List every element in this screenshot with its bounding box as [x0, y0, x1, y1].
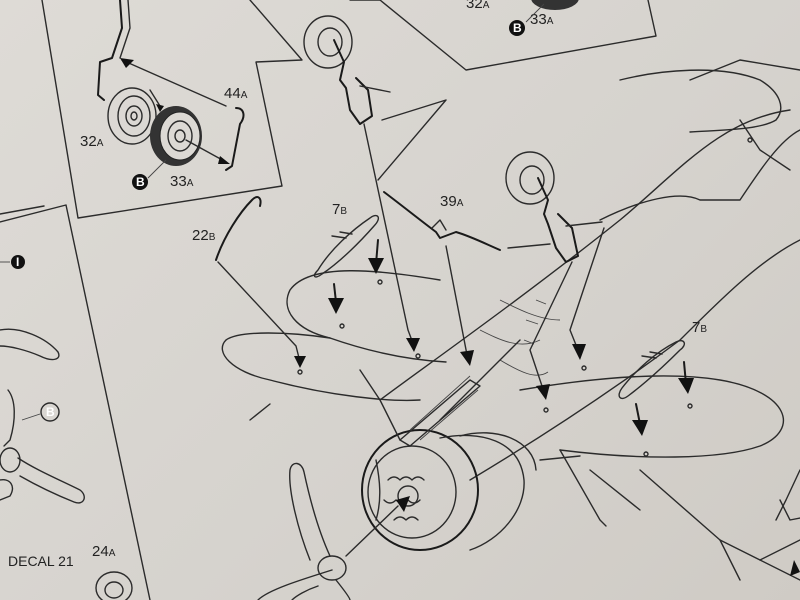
- arrow-leg-right: [529, 261, 573, 393]
- rack-7b-right: [618, 340, 686, 400]
- strut-22b: [215, 196, 262, 261]
- sprue-b-marker-left: [40, 402, 60, 422]
- label-7b-left: 7B: [332, 201, 347, 218]
- sprue-b-marker-text: B: [136, 175, 145, 189]
- main-wheel-left: [303, 15, 391, 125]
- inset-frame-left: [41, 0, 303, 219]
- right-wing: [519, 375, 785, 458]
- label-22b: 22B: [192, 227, 216, 244]
- landing-leg-44a: [97, 0, 245, 171]
- wheel-24a: [95, 571, 133, 600]
- sprue-b-marker: [132, 174, 148, 190]
- cowling-gun: [399, 379, 481, 447]
- svg-text:B: B: [46, 405, 55, 419]
- label-44a: 44A: [224, 85, 248, 102]
- arrow-leg-left: [363, 123, 415, 347]
- inset-frame-column: [0, 204, 151, 600]
- sprue-i-marker: [11, 255, 25, 269]
- arrow-propeller: [345, 505, 399, 557]
- gear-strut-right: [559, 449, 641, 527]
- label-39a: 39A: [440, 193, 464, 210]
- fuselage: [379, 109, 791, 401]
- gear-strut-left: [359, 369, 401, 441]
- wheel-33a: [150, 106, 202, 166]
- label-33a-top: 33A: [530, 11, 554, 28]
- engine-cowling: [361, 429, 537, 551]
- leader-zigzag: [377, 99, 447, 181]
- left-wing: [286, 270, 447, 363]
- rack-7b-left: [313, 214, 380, 278]
- tail: [619, 69, 782, 133]
- label-32a-top: 32A: [466, 0, 490, 12]
- decal-label: DECAL 21: [8, 553, 74, 569]
- label-24a: 24A: [92, 543, 116, 560]
- brace-39a: [383, 191, 501, 251]
- svg-text:B: B: [513, 21, 522, 35]
- propeller-left-lower: [0, 389, 85, 504]
- label-33a: 33A: [170, 173, 194, 190]
- label-7b-right: 7B: [692, 319, 707, 336]
- main-wheel-right: [505, 151, 603, 263]
- svg-text:I: I: [16, 255, 19, 269]
- label-32a: 32A: [80, 133, 104, 150]
- engine-cylinders: [383, 476, 425, 521]
- sprue-b-marker-top: [509, 20, 525, 36]
- propeller-left-upper: [0, 328, 60, 361]
- wheel-32a: [107, 87, 157, 145]
- arrow-22b: [217, 261, 301, 363]
- propeller-main: [257, 462, 351, 600]
- inset-frame-right: [379, 0, 657, 71]
- arrow-44a: [121, 59, 227, 107]
